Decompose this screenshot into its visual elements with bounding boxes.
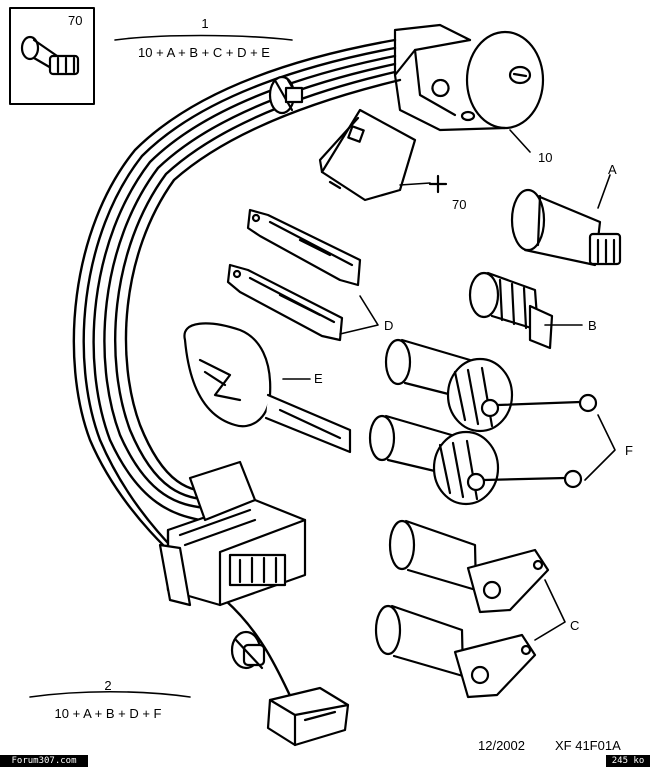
watermark-size: 245 ko [606,755,650,767]
formula-bottom-text: 10 + A + B + D + F [55,706,162,721]
watermark-site: Forum307.com [0,755,88,767]
formula-top-number: 1 [201,16,208,31]
callout-70: 70 [452,197,466,212]
callout-d: D [384,318,393,333]
callout-b: B [588,318,597,333]
callout-e: E [314,371,323,386]
callout-c: C [570,618,579,633]
inset-box [9,7,95,105]
formula-bottom-number: 2 [104,678,111,693]
callout-f: F [625,443,633,458]
key-e [183,322,352,454]
lock-barrel-a [510,188,622,267]
formula-rules [29,34,293,698]
harness-clip-upper [268,75,304,115]
watermark-strip: Forum307.com 245 ko [0,755,650,767]
formula-top-text: 10 + A + B + C + D + E [138,45,270,60]
footer-date: 12/2002 [478,738,525,753]
harness-connector-small [266,686,350,747]
key-blades-d [226,208,362,342]
harness-connector-large [158,460,307,607]
bolt-icon [20,35,80,76]
callout-10: 10 [538,150,552,165]
leader-lines [282,129,616,641]
footer-ref: XF 41F01A [555,738,621,753]
cross-mark-icon [428,174,448,194]
lock-barrel-b [468,271,554,350]
lock-barrels-c [374,519,550,699]
lock-barrels-f [368,338,598,506]
harness-clip-lower [230,630,266,670]
callout-a: A [608,162,617,177]
inset-number: 70 [68,13,82,28]
ignition-lock-assembly [318,23,545,202]
